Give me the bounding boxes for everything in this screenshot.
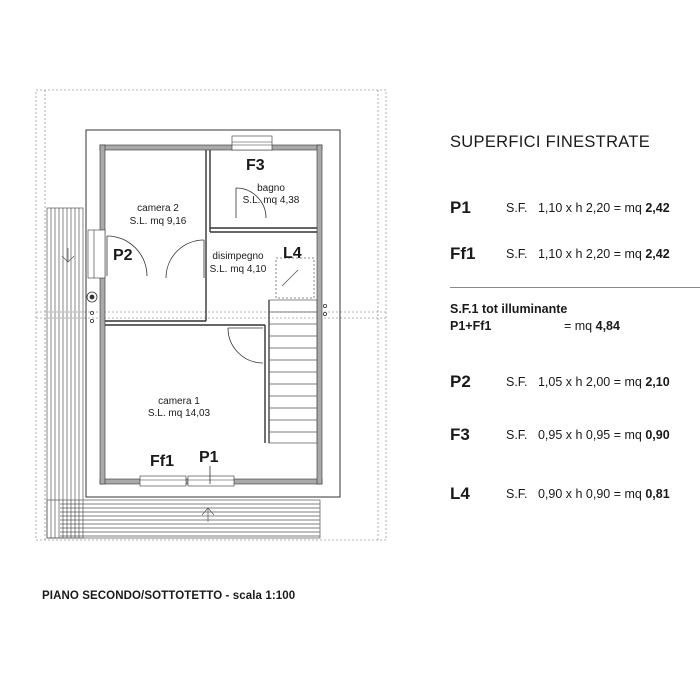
row-dims: 1,10 x h 2,20	[537, 247, 611, 261]
room-bagno-area: S.L. mq 4,38	[243, 195, 300, 206]
label-ff1: Ff1	[150, 453, 174, 470]
label-l4: L4	[283, 245, 302, 262]
row-dims: 0,95 x h 0,95	[537, 428, 611, 442]
label-p1: P1	[199, 449, 219, 466]
row-prefix: S.F.	[506, 247, 528, 261]
drawing-caption: PIANO SECONDO/SOTTOTETTO - scala 1:100	[42, 590, 296, 602]
row-code: Ff1	[450, 244, 476, 263]
label-f3: F3	[246, 157, 265, 174]
row-eq: = mq	[613, 375, 642, 389]
row-code: P2	[450, 372, 471, 391]
total-eq: = mq	[564, 319, 593, 333]
legend-row-l4: L4 S.F. 0,90 x h 0,90 = mq 0,81	[450, 484, 700, 508]
door-swings	[106, 187, 267, 484]
roof-outline	[35, 89, 387, 541]
room-camera-2-area: S.L. mq 9,16	[130, 216, 187, 227]
legend-row-p1: P1 S.F. 1,10 x h 2,20 = mq 2,42	[450, 198, 700, 222]
row-formula: S.F. 0,95 x h 0,95 = mq 0,90	[506, 428, 670, 442]
row-value: 0,81	[645, 487, 670, 501]
row-formula: S.F. 1,10 x h 2,20 = mq 2,42	[506, 201, 670, 215]
row-prefix: S.F.	[506, 487, 528, 501]
row-dims: 1,05 x h 2,00	[537, 375, 611, 389]
row-value: 2,42	[645, 247, 670, 261]
balcony-bottom	[46, 499, 321, 539]
row-code: P1	[450, 198, 471, 217]
legend-row-ff1: Ff1 S.F. 1,10 x h 2,20 = mq 2,42	[450, 244, 700, 268]
room-camera-2-name: camera 2	[137, 203, 179, 214]
skylight-l4	[275, 257, 315, 299]
balcony-left	[46, 207, 84, 539]
row-formula: S.F. 1,05 x h 2,00 = mq 2,10	[506, 375, 670, 389]
row-eq: = mq	[613, 487, 642, 501]
skylight-arrow	[281, 269, 299, 287]
row-prefix: S.F.	[506, 428, 528, 442]
legend-row-f3: F3 S.F. 0,95 x h 0,95 = mq 0,90	[450, 425, 700, 449]
legend-title: SUPERFICI FINESTRATE	[450, 133, 651, 151]
room-bagno-name: bagno	[257, 183, 285, 194]
total-lhs: P1+Ff1	[450, 319, 492, 333]
window-openings	[87, 135, 273, 487]
row-eq: = mq	[613, 201, 642, 215]
row-formula: S.F. 1,10 x h 2,20 = mq 2,42	[506, 247, 670, 261]
staircase	[268, 299, 318, 444]
row-eq: = mq	[613, 247, 642, 261]
row-code: F3	[450, 425, 470, 444]
total-rhs: = mq 4,84	[564, 319, 620, 333]
label-p2: P2	[113, 247, 133, 264]
room-camera-1-area: S.L. mq 14,03	[148, 408, 211, 419]
legend-row-p2: P2 S.F. 1,05 x h 2,00 = mq 2,10	[450, 372, 700, 396]
room-disimpegno-area: S.L. mq 4,10	[210, 264, 267, 275]
row-prefix: S.F.	[506, 201, 528, 215]
row-code: L4	[450, 484, 470, 503]
legend-divider	[450, 287, 700, 288]
row-value: 0,90	[645, 428, 670, 442]
row-dims: 0,90 x h 0,90	[537, 487, 611, 501]
row-value: 2,10	[645, 375, 670, 389]
total-sum: P1+Ff1 = mq 4,84	[450, 319, 700, 333]
row-prefix: S.F.	[506, 375, 528, 389]
room-disimpegno-name: disimpegno	[212, 251, 264, 262]
row-eq: = mq	[613, 428, 642, 442]
outer-envelope	[85, 129, 341, 498]
room-camera-1-name: camera 1	[158, 396, 200, 407]
total-title: S.F.1 tot illuminante	[450, 302, 568, 316]
partitions	[105, 150, 317, 443]
fixtures	[86, 291, 327, 323]
row-value: 2,42	[645, 201, 670, 215]
floor-plan: camera 2 S.L. mq 9,16 bagno S.L. mq 4,38…	[35, 89, 387, 541]
total-value: 4,84	[595, 319, 620, 333]
row-formula: S.F. 0,90 x h 0,90 = mq 0,81	[506, 487, 670, 501]
row-dims: 1,10 x h 2,20	[537, 201, 611, 215]
